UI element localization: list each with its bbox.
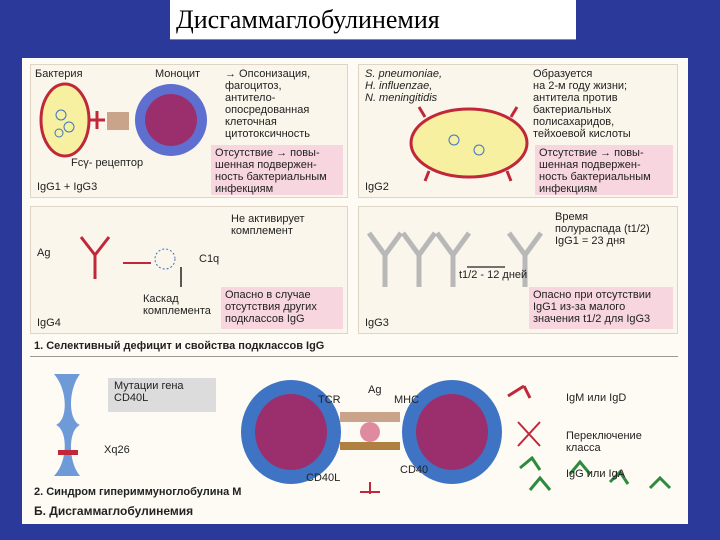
cd40-label: CD40 [400, 464, 429, 476]
fc-receptor-label: Fcγ- рецептор [71, 157, 144, 169]
antibody-class-switch-icon [507, 384, 672, 491]
short-halflife-label: t1/2 - 12 дней [459, 269, 528, 281]
x-chromosome-icon [54, 374, 80, 476]
ag-label-2: Ag [368, 384, 382, 396]
igg3-antibodies-icon [366, 231, 544, 287]
bacterium-label: Бактерия [35, 68, 83, 80]
c1q-label: C1q [199, 253, 220, 265]
locus-label: Xq26 [104, 444, 130, 456]
subclass-label-d: IgG3 [365, 317, 389, 329]
panel-igg2: S. pneumoniae, H. influenzae, N. meningi… [358, 64, 678, 198]
subclass-label-b: IgG2 [365, 181, 389, 193]
bacterium-monocyte-icon [39, 82, 207, 158]
cd40l-label: CD40L [306, 472, 341, 484]
deficiency-text-b: Отсутствие → повы- шенная подвержен- нос… [539, 147, 651, 195]
deficiency-box-a [211, 145, 343, 195]
mutation-label: Мутации гена CD40L [114, 380, 184, 404]
igg4-antibody-icon [79, 236, 182, 287]
figure: Бактерия Моноцит → Опсонизация, фагоцито… [22, 58, 688, 524]
encapsulated-bacterium-icon [409, 106, 529, 182]
caption-selective-deficiency: 1. Селективный дефицит и свойства подкла… [34, 340, 325, 352]
danger-text-d: Опасно при отсутствии IgG1 из-за малого … [533, 289, 652, 325]
danger-text-c: Опасно в случае отсутствия других подкла… [225, 289, 317, 325]
danger-box-c [221, 287, 343, 329]
ag-label-c: Ag [37, 247, 51, 259]
subclass-label-a: IgG1 + IgG3 [37, 181, 98, 193]
divider [30, 356, 678, 357]
mutation-box [108, 378, 216, 412]
deficiency-text-a: Отсутствие → повы- шенная подвержен- нос… [215, 147, 327, 195]
igg-iga-label: IgG или IgA [566, 468, 626, 480]
caption-hyper-igm: 2. Синдром гипериммуноглобулина M [34, 486, 242, 498]
cascade-label: Каскад комплемента [143, 293, 211, 317]
effector-functions: → Опсонизация, фагоцитоз, антитело- опос… [225, 68, 311, 140]
deficiency-box-b [535, 145, 673, 195]
no-complement-label: Не активирует комплемент [231, 213, 305, 237]
slide-title: Дисгаммаглобулинемия [170, 0, 576, 40]
t-cell-b-cell-interaction-icon [241, 380, 502, 494]
igm-igd-label: IgM или IgD [566, 392, 627, 404]
panel-igg3: Время полураспада (t1/2) IgG1 = 23 дня t… [358, 206, 678, 334]
formation-text: Образуется на 2-м году жизни; антитела п… [533, 68, 631, 140]
subclass-label-c: IgG4 [37, 317, 61, 329]
class-switch-label: Переключение класса [566, 430, 642, 454]
panel-igg1-igg3: Бактерия Моноцит → Опсонизация, фагоцито… [30, 64, 348, 198]
monocyte-label: Моноцит [155, 68, 201, 80]
tcr-label: TCR [318, 394, 341, 406]
panel-igg4: Не активирует комплемент Ag C1q Каскад к… [30, 206, 348, 334]
halflife-text: Время полураспада (t1/2) IgG1 = 23 дня [555, 211, 650, 247]
mhc-label: MHC [394, 394, 420, 406]
danger-box-d [529, 287, 673, 329]
organisms-label: S. pneumoniae, H. influenzae, N. meningi… [365, 68, 443, 104]
section-b-heading: Б. Дисгаммаглобулинемия [34, 504, 194, 518]
